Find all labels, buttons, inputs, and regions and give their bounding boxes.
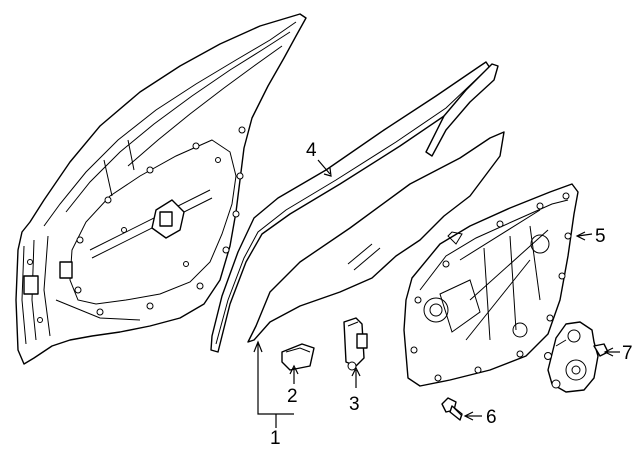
leader-line-5 xyxy=(577,233,593,237)
door-shell xyxy=(15,13,307,365)
bolt xyxy=(441,397,463,421)
callout-4: 4 xyxy=(306,140,317,161)
leader-line-4 xyxy=(317,159,331,175)
leader-arrow-3 xyxy=(351,366,361,377)
leader-lines xyxy=(253,159,620,428)
callout-5: 5 xyxy=(595,226,606,247)
leader-line-1 xyxy=(257,344,294,428)
callout-7: 7 xyxy=(622,343,633,364)
door-glass xyxy=(247,131,505,343)
callout-1: 1 xyxy=(270,428,281,449)
leader-arrow-4 xyxy=(323,167,332,177)
callout-labels: 1 2 3 4 5 6 7 xyxy=(270,140,633,449)
glass-bracket xyxy=(281,343,315,371)
window-regulator xyxy=(403,183,579,387)
leader-arrow-2 xyxy=(289,364,299,375)
callout-6: 6 xyxy=(486,407,497,428)
leader-arrow-5 xyxy=(575,231,586,241)
callout-3: 3 xyxy=(349,394,360,415)
callout-2: 2 xyxy=(287,386,298,407)
glass-run-channel xyxy=(210,61,499,353)
leader-arrow-1 xyxy=(253,340,263,353)
window-motor xyxy=(544,321,609,393)
leader-arrow-6 xyxy=(463,411,474,421)
sash-clip xyxy=(343,317,368,371)
leader-arrow-7 xyxy=(603,347,614,357)
